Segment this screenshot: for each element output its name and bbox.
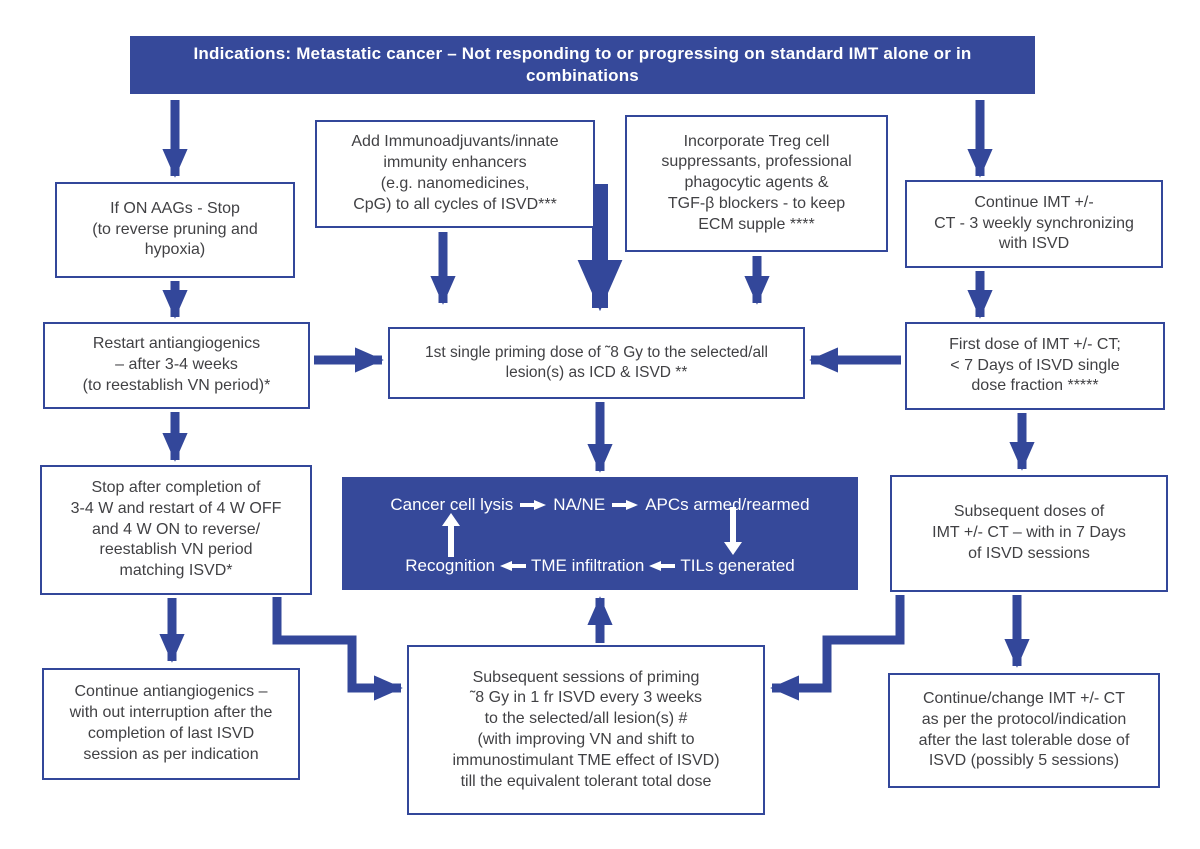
- node-first-priming-dose: 1st single priming dose of ˜8 Gy to the …: [388, 327, 805, 399]
- node-continue-antiangiogenics: Continue antiangiogenics – with out inte…: [42, 668, 300, 780]
- node-immune-cycle: Cancer cell lysis NA/NE APCs armed/rearm…: [342, 477, 858, 590]
- cycle-top-row: Cancer cell lysis NA/NE APCs armed/rearm…: [390, 494, 809, 516]
- arrow-left-icon: [649, 560, 676, 571]
- arrow-down-icon: [724, 507, 742, 555]
- node-continue-change-imt: Continue/change IMT +/- CT as per the pr…: [888, 673, 1160, 788]
- node-if-on-aags: If ON AAGs - Stop (to reverse pruning an…: [55, 182, 295, 278]
- node-stop-after-completion: Stop after completion of 3-4 W and resta…: [40, 465, 312, 595]
- node-add-immunoadjuvants: Add Immunoadjuvants/innate immunity enha…: [315, 120, 595, 228]
- arrow-right-icon: [612, 500, 639, 511]
- arrow-up-icon: [442, 513, 460, 557]
- cycle-step-apcs: APCs armed/rearmed: [645, 495, 810, 514]
- arrow-right-icon: [520, 500, 547, 511]
- node-subsequent-sessions: Subsequent sessions of priming ˜8 Gy in …: [407, 645, 765, 815]
- node-treg-suppressants: Incorporate Treg cell suppressants, prof…: [625, 115, 888, 252]
- arrow-left-icon: [500, 560, 527, 571]
- title-banner: Indications: Metastatic cancer – Not res…: [130, 36, 1035, 94]
- cycle-step-lysis: Cancer cell lysis: [390, 495, 514, 514]
- arrow-subsequent-elbow-to-sessions: [770, 595, 905, 701]
- node-continue-imt: Continue IMT +/- CT - 3 weekly synchroni…: [905, 180, 1163, 268]
- cycle-step-tils: TILs generated: [680, 555, 795, 575]
- node-first-dose-imt: First dose of IMT +/- CT; < 7 Days of IS…: [905, 322, 1165, 410]
- cycle-step-tme: TME infiltration: [531, 555, 645, 575]
- cycle-step-recognition: Recognition: [405, 555, 496, 575]
- node-restart-antiangiogenics: Restart antiangiogenics – after 3-4 week…: [43, 322, 310, 409]
- node-subsequent-doses-imt: Subsequent doses of IMT +/- CT – with in…: [890, 475, 1168, 592]
- cycle-bottom-row: Recognition TME infiltration TILs genera…: [405, 555, 795, 577]
- cycle-step-nane: NA/NE: [553, 495, 606, 514]
